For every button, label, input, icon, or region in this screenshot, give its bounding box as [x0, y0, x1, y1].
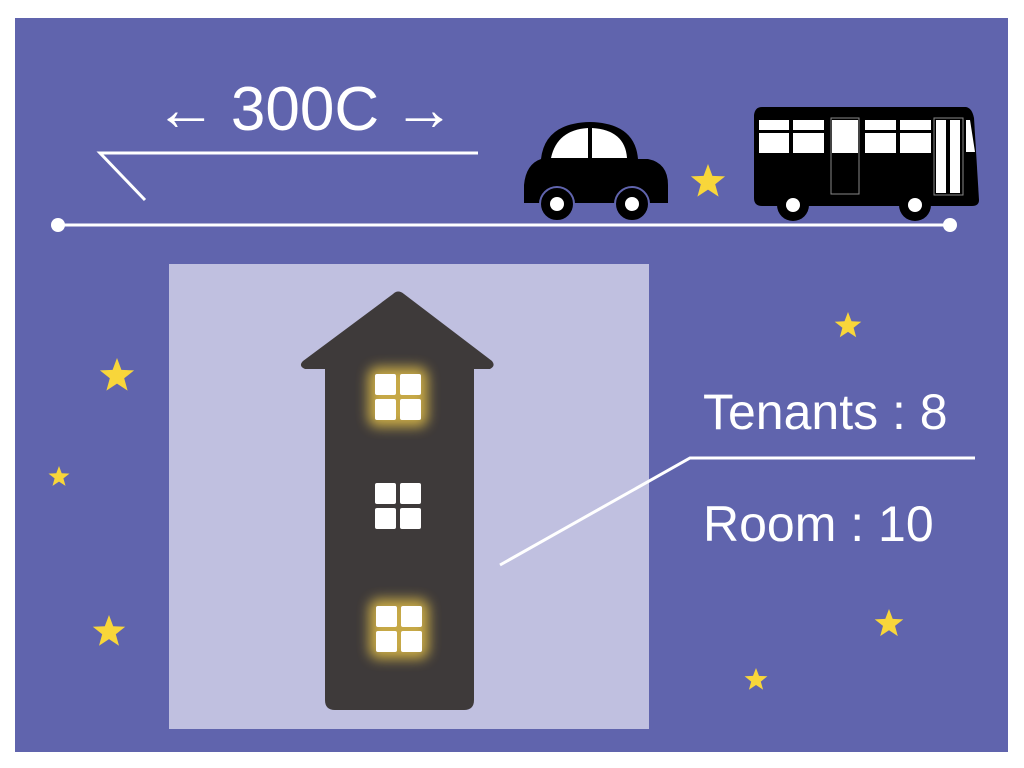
building-icon	[300, 291, 494, 710]
car-icon	[524, 122, 668, 222]
star-icon	[690, 164, 726, 197]
bus-icon	[754, 107, 979, 221]
distance-label: ←300C→	[155, 75, 455, 144]
star-icon	[834, 312, 862, 338]
room-label: Room : 10	[703, 496, 934, 552]
star-icon	[874, 609, 904, 637]
distance-pointer-line	[96, 151, 478, 202]
star-icon	[92, 615, 126, 646]
dark-window	[375, 483, 421, 529]
road-line	[51, 218, 957, 232]
lit-window	[368, 367, 428, 427]
stars	[48, 164, 904, 690]
star-icon	[99, 358, 135, 391]
tenants-label: Tenants : 8	[703, 384, 948, 440]
star-icon	[744, 668, 768, 690]
lit-window	[369, 599, 429, 659]
callout-line	[499, 456, 975, 567]
star-icon	[48, 466, 70, 486]
